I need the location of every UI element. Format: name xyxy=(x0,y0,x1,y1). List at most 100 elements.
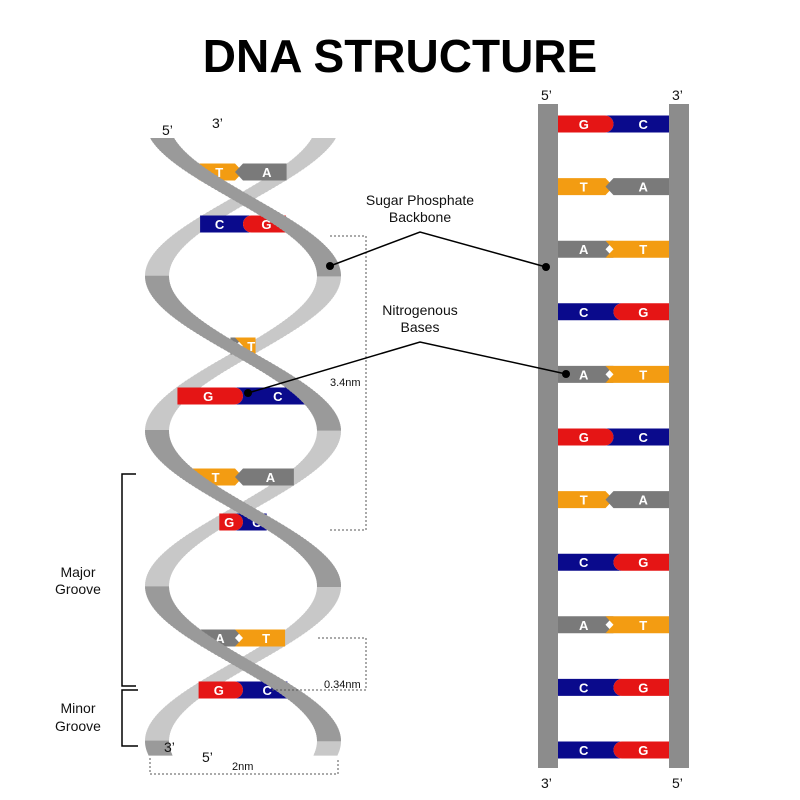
bases-callout-dot-ladder xyxy=(562,370,570,378)
strand-segment xyxy=(173,697,201,701)
strand-segment xyxy=(246,187,274,191)
strand-segment xyxy=(228,351,257,355)
strand-segment xyxy=(145,734,170,738)
strand-segment xyxy=(149,722,176,725)
strand-segment xyxy=(315,746,341,750)
rise-bracket xyxy=(270,637,367,691)
backbone-callout-dot-ladder xyxy=(542,263,550,271)
strand-segment xyxy=(146,438,171,441)
strand-segment xyxy=(302,401,329,404)
strand-segment xyxy=(297,462,324,466)
strand-segment xyxy=(253,648,282,651)
strand-segment xyxy=(188,376,216,380)
strand-segment xyxy=(191,639,219,643)
strand-segment xyxy=(172,543,200,546)
strand-segment xyxy=(314,596,339,600)
base-letter: T xyxy=(639,618,647,633)
strand-segment xyxy=(151,140,177,143)
strand-segment xyxy=(153,298,180,302)
strand-segment xyxy=(209,495,238,499)
base-letter: C xyxy=(579,680,589,695)
strand-segment xyxy=(148,290,174,293)
base-letter: C xyxy=(215,217,225,232)
strand-segment xyxy=(159,304,186,308)
strand-segment xyxy=(175,230,203,234)
strand-segment xyxy=(156,557,183,561)
strand-segment xyxy=(151,409,177,413)
strand-segment xyxy=(308,296,334,300)
strand-segment xyxy=(208,185,237,188)
strand-segment xyxy=(299,150,326,153)
strand-segment xyxy=(152,253,178,256)
strand-segment xyxy=(200,335,229,339)
strand-segment xyxy=(316,736,341,740)
strand-segment xyxy=(291,312,318,316)
strand-segment xyxy=(192,485,221,489)
base-letter: T xyxy=(262,631,270,646)
pitch-bracket xyxy=(330,235,367,531)
strand-segment xyxy=(304,611,330,614)
strand-segment xyxy=(210,207,239,211)
strand-segment xyxy=(145,430,170,433)
strand-segment xyxy=(264,218,293,221)
strand-segment xyxy=(166,156,194,160)
strand-segment xyxy=(269,530,297,534)
strand-segment xyxy=(311,567,337,571)
strand-segment xyxy=(274,224,302,228)
strand-segment xyxy=(186,481,214,485)
strand-segment xyxy=(154,405,181,409)
helix-top-left-end: 5’ xyxy=(162,122,173,138)
strand-segment xyxy=(149,257,175,260)
helix-base-pairs: TACGATGCTAGCATGC xyxy=(177,163,309,699)
strand-segment xyxy=(163,240,190,244)
strand-segment xyxy=(287,388,315,392)
strand-segment xyxy=(304,713,331,717)
helix-bottom-left-end: 3’ xyxy=(164,739,175,755)
strand-segment xyxy=(149,292,176,295)
strand-segment xyxy=(310,602,336,606)
strand-segment xyxy=(217,203,246,207)
strand-segment xyxy=(170,234,198,238)
strand-segment xyxy=(145,425,170,429)
strand-segment xyxy=(316,734,341,738)
strand-segment xyxy=(150,255,177,258)
strand-segment xyxy=(182,633,210,637)
strand-segment xyxy=(288,234,316,238)
strand-segment xyxy=(316,580,341,583)
strand-segment xyxy=(226,195,254,199)
strand-segment xyxy=(285,627,312,631)
base-letter: T xyxy=(639,242,647,257)
strand-segment xyxy=(254,337,282,341)
strand-segment xyxy=(222,658,251,661)
strand-segment xyxy=(158,148,185,151)
major-groove-label-2: Groove xyxy=(55,581,101,597)
strand-segment xyxy=(314,750,340,754)
strand-segment xyxy=(248,495,277,499)
backbone-callout-dot-helix xyxy=(326,262,334,270)
strand-segment xyxy=(145,740,170,744)
strand-segment xyxy=(309,140,335,143)
strand-segment xyxy=(295,154,322,158)
strand-segment xyxy=(162,462,189,466)
strand-segment xyxy=(145,432,170,435)
strand-segment xyxy=(265,485,294,489)
bases-callout-dot-helix xyxy=(244,389,252,397)
helix-top-right-end: 3’ xyxy=(212,115,223,131)
strand-segment xyxy=(174,473,202,476)
strand-segment xyxy=(291,236,318,240)
minor-groove-label-1: Minor xyxy=(60,700,95,716)
strand-segment xyxy=(146,419,172,423)
strand-segment xyxy=(283,318,311,322)
strand-segment xyxy=(215,360,244,363)
strand-segment xyxy=(263,372,291,376)
ladder-right-backbone xyxy=(669,104,689,768)
strand-segment xyxy=(313,288,339,291)
base-letter: A xyxy=(639,180,649,195)
strand-segment xyxy=(287,160,315,164)
strand-segment xyxy=(146,576,171,579)
strand-segment xyxy=(316,427,341,431)
